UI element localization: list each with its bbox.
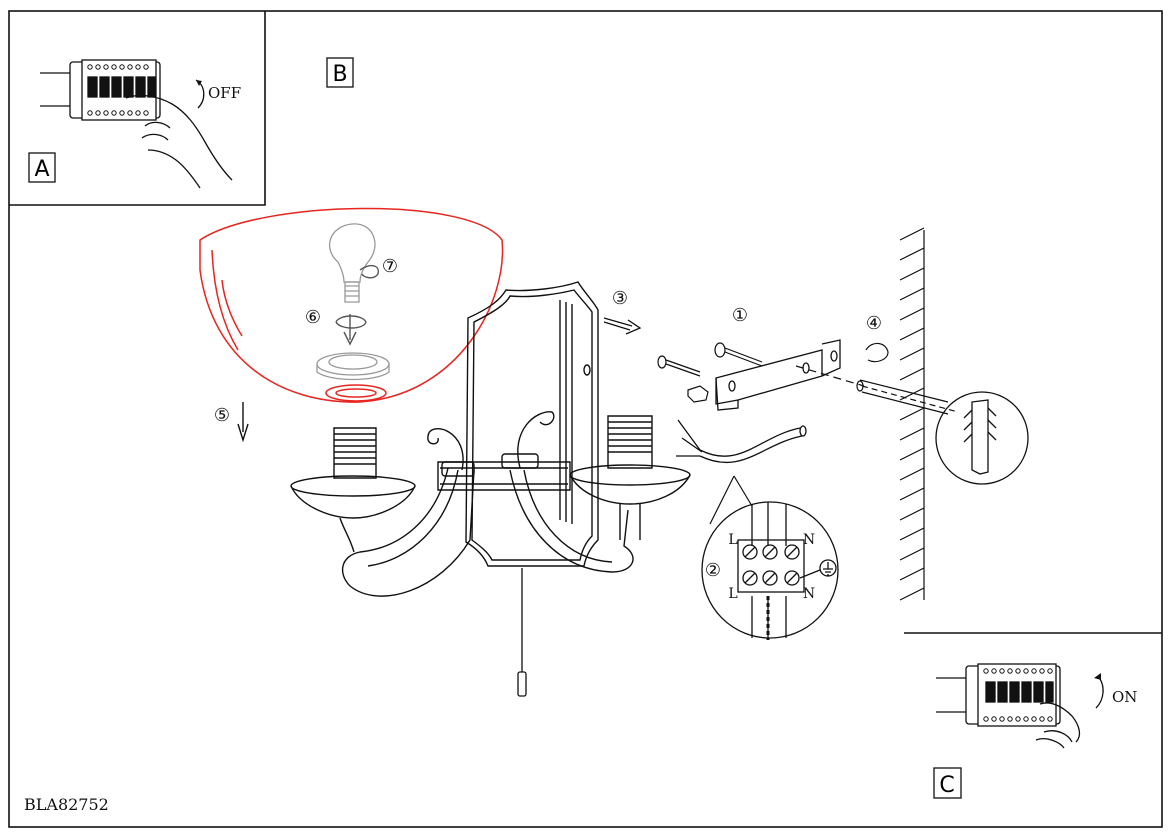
terminal-label-top-left: L: [728, 532, 737, 548]
screw-icon: [657, 342, 763, 377]
step-6-label: ⑥: [305, 307, 321, 328]
on-label: ON: [1112, 688, 1137, 706]
panel-a: OFF A: [9, 11, 266, 206]
panel-c-letter-box: [933, 767, 962, 799]
panel-a-border: [9, 11, 266, 206]
on-arrow-icon: [1095, 675, 1104, 709]
step-5-arrow-icon: [237, 402, 249, 443]
terminal-block-magnifier: [701, 501, 839, 640]
hand-icon: [125, 94, 233, 189]
pull-chain-icon: [517, 568, 527, 697]
step-1-label: ①: [732, 305, 748, 326]
outer-frame: [8, 10, 1163, 828]
terminal-label-bottom-right: N: [803, 586, 815, 602]
down-rotate-arrow-icon: [335, 314, 367, 346]
step-2-label: ②: [705, 560, 721, 581]
panel-b-letter-box: [326, 57, 354, 88]
terminal-label-bottom-left: L: [728, 586, 737, 602]
hand-on-icon: [1035, 702, 1081, 749]
nut-icon: [687, 342, 889, 403]
light-bulb-icon: [328, 223, 376, 303]
panel-a-letter: A: [34, 157, 49, 182]
breaker-box-on-icon: [936, 663, 1061, 727]
glass-shade: [199, 207, 504, 403]
holder-ring-icon: [316, 352, 390, 381]
panel-c-letter: C: [939, 773, 954, 798]
step-3-arrow-icon: [603, 317, 642, 335]
supply-cable-icon: [676, 419, 807, 464]
breaker-box-icon: [40, 59, 161, 121]
lamp-arms: [290, 411, 691, 597]
terminal-label-top-right: N: [803, 532, 815, 548]
wall-plug-magnifier: [935, 391, 1029, 485]
wall-icon: [899, 227, 925, 601]
wall-plug-guide: [795, 365, 959, 415]
wall-backplate: [465, 281, 599, 567]
callout-lines: [709, 475, 753, 525]
model-code: BLA82752: [24, 795, 109, 814]
step-3-label: ③: [612, 288, 628, 309]
step-7-label: ⑦: [382, 256, 398, 277]
panel-b-letter: B: [332, 62, 347, 87]
rotate-arrow-icon: [359, 264, 379, 279]
step-5-label: ⑤: [214, 405, 230, 426]
step-4-label: ④: [866, 313, 882, 334]
panel-c: ON C: [904, 632, 1162, 799]
off-label: OFF: [208, 84, 241, 102]
panel-a-letter-box: [28, 152, 56, 183]
mounting-bracket: [715, 339, 841, 411]
